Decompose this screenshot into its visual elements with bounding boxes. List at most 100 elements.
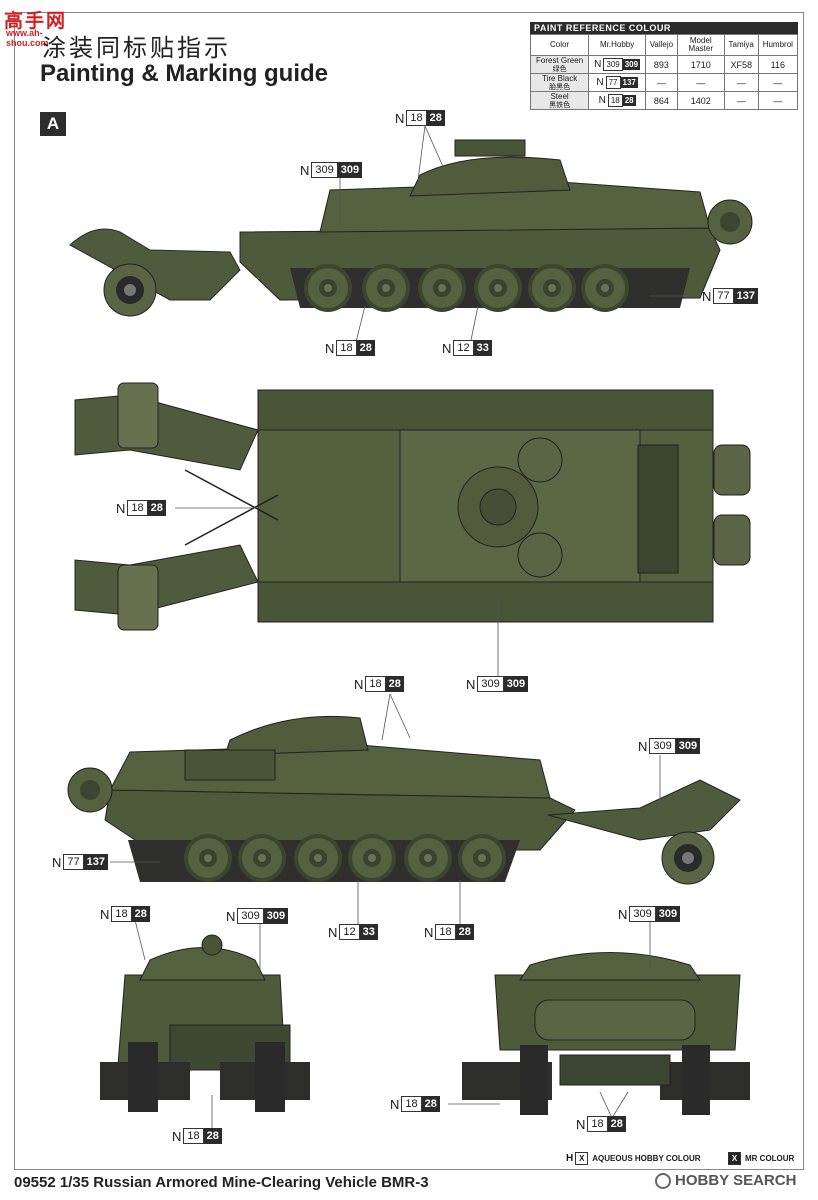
mr-color-code: 28 bbox=[147, 500, 166, 516]
mr-color-code: 28 bbox=[356, 340, 375, 356]
mr-color-code: 28 bbox=[622, 95, 636, 106]
left-side-view bbox=[69, 139, 753, 317]
aqueous-code: 309 bbox=[311, 162, 338, 178]
aqueous-code: 12 bbox=[453, 340, 474, 356]
mine-roller-wheel bbox=[103, 263, 157, 317]
aqueous-code: 18 bbox=[607, 94, 623, 107]
mr-color-code: 137 bbox=[620, 77, 638, 88]
paint-prefix: N bbox=[52, 854, 62, 870]
paint-prefix: N bbox=[442, 340, 452, 356]
aqueous-code: 18 bbox=[587, 1116, 608, 1132]
aqueous-code: 18 bbox=[401, 1096, 422, 1112]
watermark-text: HOBBY SEARCH bbox=[675, 1172, 797, 1189]
paint-prefix: N bbox=[395, 110, 405, 126]
column-header: Color bbox=[529, 34, 590, 56]
paint-prefix: N bbox=[100, 906, 110, 922]
mr-color-code: 33 bbox=[473, 340, 492, 356]
table-header-row: Color Mr.Hobby Vallejo Model Master Tami… bbox=[529, 34, 799, 56]
paint-reference-title: PAINT REFERENCE COLOUR bbox=[530, 22, 798, 34]
watermark-ring-icon bbox=[655, 1172, 671, 1189]
paint-prefix: N bbox=[598, 95, 606, 106]
color-name: Tire Black bbox=[541, 73, 578, 83]
aqueous-mark: H bbox=[566, 1153, 574, 1164]
aqueous-code: 18 bbox=[435, 924, 456, 940]
color-name-cn: 胎黑色 bbox=[549, 82, 571, 91]
logo-url: www.ah-shou.com bbox=[6, 28, 49, 48]
aqueous-code: 309 bbox=[649, 738, 676, 754]
mr-color-code: 28 bbox=[426, 110, 445, 126]
humbrol-cell: — bbox=[757, 91, 799, 110]
logo-text: 高手网 bbox=[4, 10, 68, 32]
scheme-label: A bbox=[40, 112, 66, 136]
mr-color-code: 28 bbox=[607, 1116, 626, 1132]
aqueous-code: 309 bbox=[477, 676, 504, 692]
aqueous-legend-box: X bbox=[575, 1152, 589, 1165]
aqueous-code: 18 bbox=[365, 676, 386, 692]
model-master-cell: 1402 bbox=[676, 91, 725, 110]
color-name-cn: 绿色 bbox=[552, 64, 567, 73]
aqueous-code: 18 bbox=[183, 1128, 204, 1144]
leader-lines bbox=[110, 125, 700, 1128]
page-title: Painting & Marking guide bbox=[40, 60, 329, 87]
color-name: Forest Green bbox=[536, 55, 584, 65]
aqueous-code: 77 bbox=[63, 854, 84, 870]
color-name: Steel bbox=[550, 91, 569, 101]
front-view bbox=[100, 934, 310, 1112]
paint-prefix: N bbox=[300, 162, 310, 178]
aqueous-legend-label: AQUEOUS HOBBY COLOUR bbox=[592, 1154, 701, 1163]
aqueous-code: 309 bbox=[603, 58, 623, 71]
page-title-cn: 涂装同标贴指示 bbox=[42, 34, 231, 62]
column-header: Humbrol bbox=[757, 34, 799, 56]
paint-prefix: N bbox=[172, 1128, 182, 1144]
mr-color-code: 309 bbox=[337, 162, 363, 178]
aqueous-code: 77 bbox=[713, 288, 734, 304]
paint-prefix: N bbox=[390, 1096, 400, 1112]
mr-color-code: 33 bbox=[359, 924, 378, 940]
paint-prefix: N bbox=[702, 288, 712, 304]
paint-prefix: N bbox=[618, 906, 628, 922]
aqueous-code: 18 bbox=[406, 110, 427, 126]
mr-color-code: 28 bbox=[421, 1096, 440, 1112]
aqueous-code: 18 bbox=[111, 906, 132, 922]
aqueous-code: 18 bbox=[127, 500, 148, 516]
mr-color-code: 137 bbox=[83, 854, 108, 870]
aqueous-code: 309 bbox=[629, 906, 656, 922]
paint-prefix: N bbox=[354, 676, 364, 692]
mr-legend-label: MR COLOUR bbox=[745, 1154, 795, 1163]
mr-legend-box: X bbox=[728, 1152, 741, 1165]
watermark: HOBBY SEARCH bbox=[655, 1172, 796, 1189]
mr-color-code: 28 bbox=[131, 906, 150, 922]
paint-prefix: N bbox=[226, 908, 236, 924]
paint-prefix: N bbox=[424, 924, 434, 940]
paint-prefix: N bbox=[466, 676, 476, 692]
paint-prefix: N bbox=[596, 77, 604, 88]
paint-prefix: N bbox=[328, 924, 338, 940]
paint-prefix: N bbox=[638, 738, 648, 754]
paint-prefix: N bbox=[594, 59, 602, 70]
mr-legend: X MR COLOUR bbox=[728, 1152, 794, 1165]
mr-color-code: 309 bbox=[622, 59, 641, 70]
paint-prefix: N bbox=[116, 500, 126, 516]
sheet-frame bbox=[14, 12, 804, 1170]
kit-title: 09552 1/35 Russian Armored Mine-Clearing… bbox=[14, 1174, 429, 1191]
